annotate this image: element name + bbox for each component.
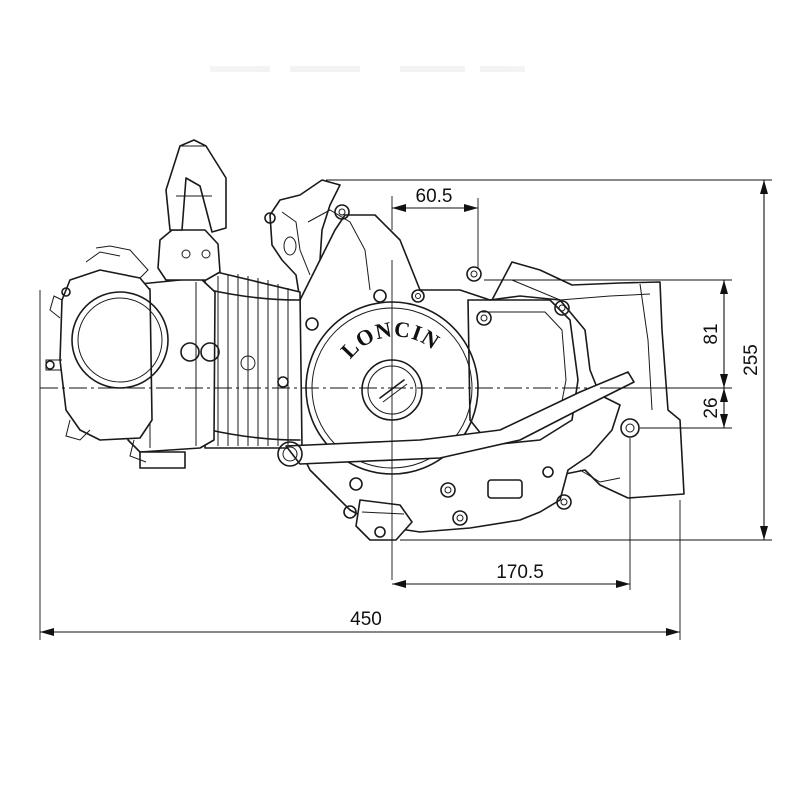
dim-overall-length [39,290,681,640]
dim-label-overall-height: 255 [741,344,762,376]
bolts [264,204,640,538]
center-lines [40,196,590,580]
watermark [210,66,525,72]
dim-vertical-lower [640,388,732,429]
dim-vertical-upper [484,279,732,389]
dim-label-overall-length: 450 [350,609,382,630]
dim-top-offset [392,198,479,268]
dim-overall-height [326,179,772,541]
cooling-fins [209,274,301,446]
dim-sprocket-horizontal [392,438,631,590]
dim-label-top-offset: 60.5 [416,186,453,207]
dim-label-sprocket-horizontal: 170.5 [496,562,544,583]
dim-label-vertical-upper: 81 [701,323,722,344]
dim-label-vertical-lower: 26 [701,397,722,418]
